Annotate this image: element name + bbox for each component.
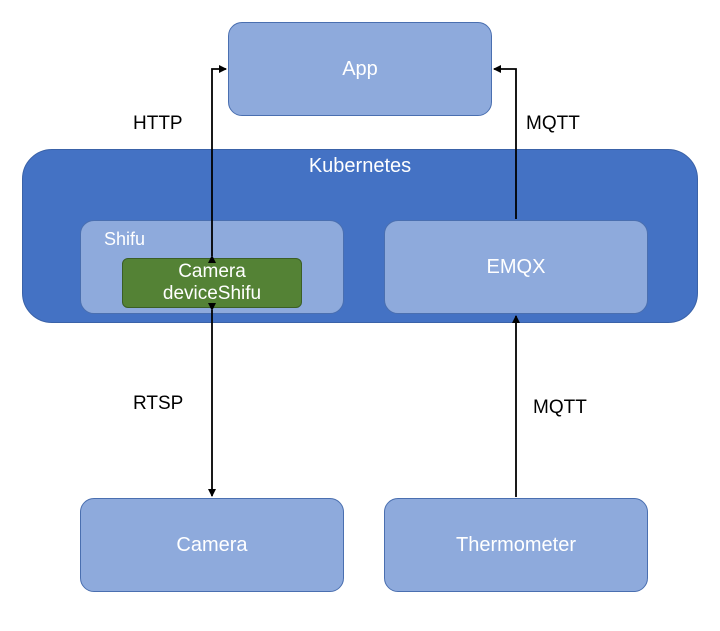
mqtt-top-arrow (493, 65, 517, 219)
thermometer-node: Thermometer (384, 498, 648, 592)
mqtt-top-edge-label: MQTT (526, 113, 580, 134)
app-node: App (228, 22, 492, 116)
emqx-node: EMQX (384, 220, 648, 314)
deviceshifu-label-line1: Camera (178, 261, 246, 282)
rtsp-edge-label: RTSP (133, 393, 184, 414)
shifu-label: Shifu (104, 229, 146, 249)
http-arrow (208, 65, 227, 263)
emqx-label: EMQX (486, 255, 546, 278)
deviceshifu-label-line2: deviceShifu (162, 283, 262, 304)
app-label: App (342, 57, 378, 80)
kubernetes-label: Kubernetes (308, 155, 412, 177)
http-edge-label: HTTP (133, 113, 183, 134)
mqtt-bottom-edge-label: MQTT (533, 397, 587, 418)
thermometer-label: Thermometer (455, 533, 577, 556)
camera-node: Camera (80, 498, 344, 592)
camera-label: Camera (176, 533, 248, 556)
